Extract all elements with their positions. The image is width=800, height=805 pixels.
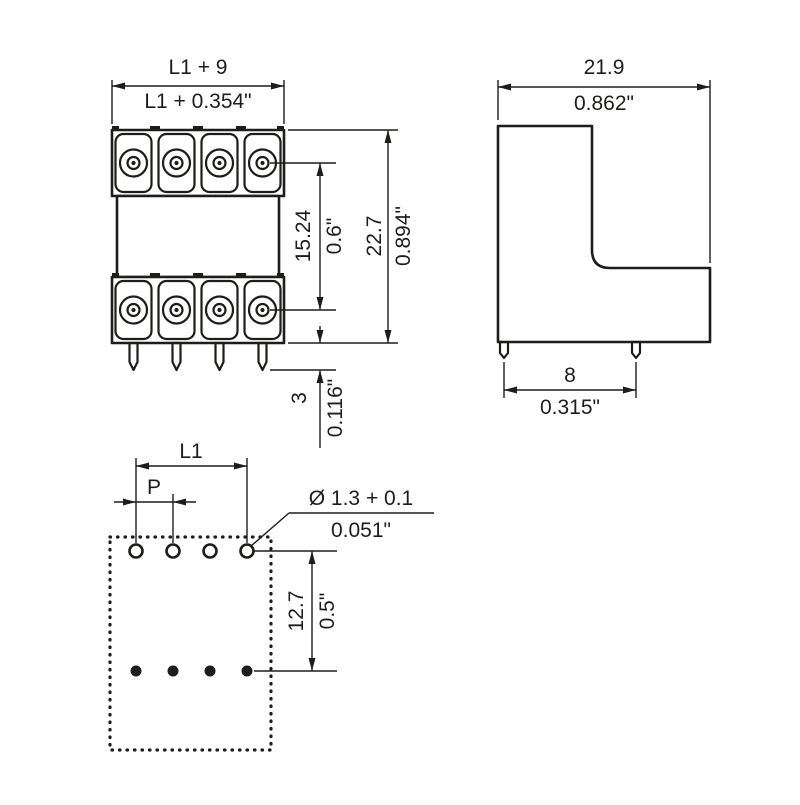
dim-footprint-length: L1 xyxy=(135,440,248,543)
dim-label-rowspacing-mm: 12.7 xyxy=(285,591,308,632)
solder-pin xyxy=(498,340,510,360)
side-profile xyxy=(496,124,712,344)
drill-hole xyxy=(202,543,218,559)
side-view: 21.9 0.862" 8 0.315" xyxy=(496,56,712,419)
dim-label-width-mm: L1 + 9 xyxy=(169,56,228,79)
terminal-cell xyxy=(114,132,153,194)
dim-label-rowspacing-inch: 0.5" xyxy=(316,593,339,630)
housing-body xyxy=(115,194,281,279)
drill-hole xyxy=(239,543,255,559)
dim-label-offset-inch: 0.315" xyxy=(540,396,600,419)
front-solder-pins xyxy=(128,341,268,372)
drill-hole xyxy=(204,665,216,677)
dim-label-width-inch: L1 + 0.354" xyxy=(144,90,251,113)
dim-label-height-inch: 0.894" xyxy=(392,206,415,266)
dim-label-pin-mm: 3 xyxy=(288,392,311,404)
solder-pin xyxy=(257,341,268,372)
dim-side-depth: 21.9 0.862" xyxy=(497,56,711,263)
dim-front-height: 22.7 0.894" xyxy=(288,129,415,344)
dim-side-pin-offset: 8 0.315" xyxy=(503,362,637,419)
dim-label-height-mm: 22.7 xyxy=(363,216,386,257)
solder-pin xyxy=(171,341,182,372)
solder-pin xyxy=(128,341,139,372)
dim-label-p: P xyxy=(147,476,161,499)
dim-label-pitch-mm: 15.24 xyxy=(292,209,315,262)
drill-hole xyxy=(130,665,142,677)
row-outline xyxy=(110,275,286,345)
solder-pin xyxy=(214,341,225,372)
drill-hole xyxy=(128,543,144,559)
terminal-cell xyxy=(157,132,196,194)
drill-hole xyxy=(167,665,179,677)
front-view: L1 + 9 L1 + 0.354" 15.24 0.6" 22.7 0.894… xyxy=(110,56,415,448)
drill-hole xyxy=(241,665,253,677)
dim-front-row-pitch: 15.24 0.6" xyxy=(270,162,346,311)
pcb-outline xyxy=(108,535,273,752)
terminal-cell xyxy=(114,279,153,341)
front-top-terminal-row xyxy=(110,126,286,198)
dim-footprint-row-spacing: 12.7 0.5" xyxy=(254,550,339,672)
dim-footprint-pitch: P xyxy=(114,476,196,543)
dim-label-pin-inch: 0.116" xyxy=(324,379,347,437)
solder-pin xyxy=(630,340,642,360)
dim-label-depth-inch: 0.862" xyxy=(574,92,634,115)
dim-label-offset-mm: 8 xyxy=(564,364,576,387)
terminal-cell xyxy=(200,279,239,341)
terminal-cell xyxy=(200,132,239,194)
dim-label-hole-inch: 0.051" xyxy=(331,519,391,542)
row-outline xyxy=(110,128,286,198)
hole-row-bottom xyxy=(130,665,253,677)
footprint-view: L1 P Ø 1.3 + 0.1 0.051" 12.7 0.5" xyxy=(108,440,434,752)
drill-hole xyxy=(165,543,181,559)
dim-label-hole-mm: Ø 1.3 + 0.1 xyxy=(309,487,414,510)
dim-front-pin-length: 3 0.116" xyxy=(270,326,347,448)
dim-label-depth-mm: 21.9 xyxy=(584,56,625,79)
terminal-cell xyxy=(157,279,196,341)
dim-front-width: L1 + 9 L1 + 0.354" xyxy=(111,56,285,124)
dim-label-pitch-inch: 0.6" xyxy=(323,218,346,255)
dim-hole-diameter: Ø 1.3 + 0.1 0.051" xyxy=(250,487,434,547)
hole-row-top xyxy=(128,543,255,559)
front-bottom-terminal-row xyxy=(110,273,286,345)
dim-label-l1: L1 xyxy=(179,440,202,463)
